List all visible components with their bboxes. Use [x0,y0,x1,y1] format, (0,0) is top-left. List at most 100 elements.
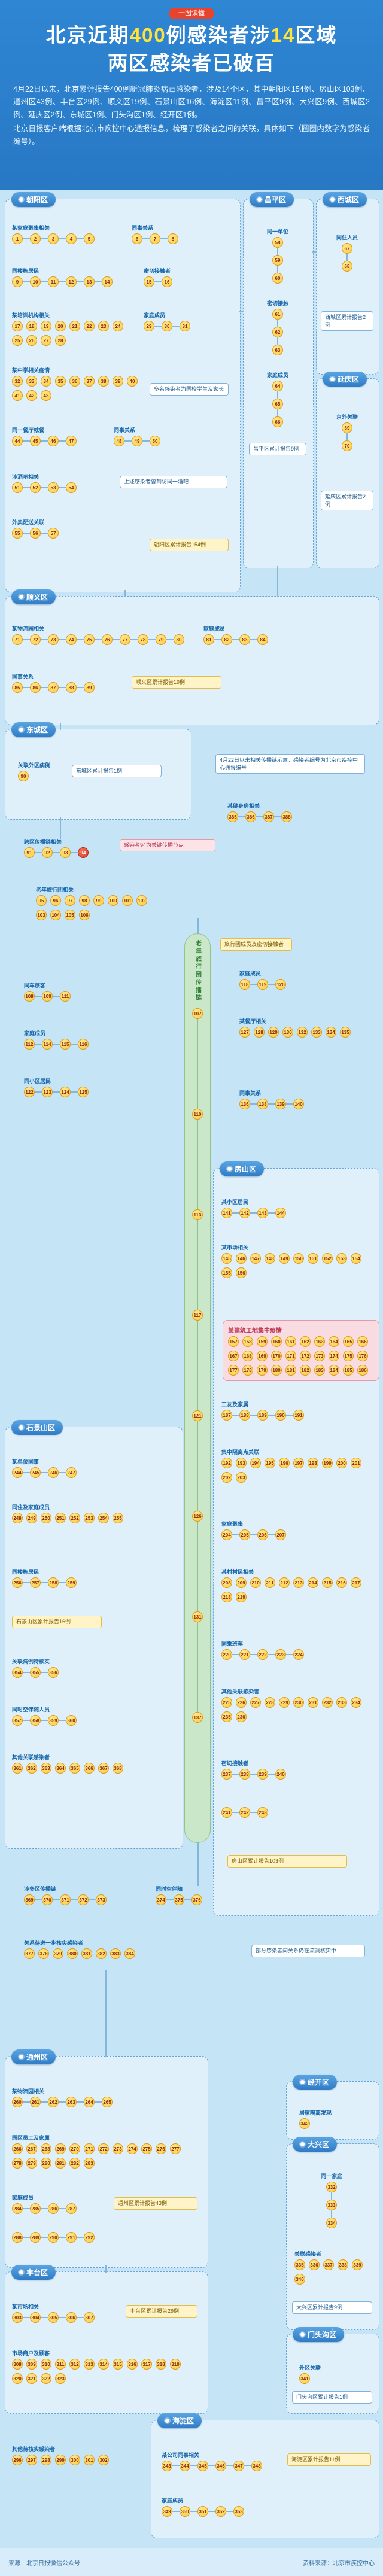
case-node: 64 [272,381,283,391]
case-node: 39 [113,376,123,387]
case-node: 355 [30,1667,41,1678]
case-node: 151 [308,1253,318,1264]
link-line [250,984,257,985]
link-line [41,238,48,239]
link-line [166,639,174,640]
case-node: 230 [293,1697,304,1708]
case-node: 97 [65,895,75,906]
link-line [268,984,275,985]
case-node: 67 [342,243,352,254]
case-node: 246 [48,1467,59,1478]
link-line [268,1103,275,1105]
case-node: 55 [12,528,23,539]
district-pill-label: 朝阳区 [26,196,48,204]
case-node: 221 [239,1649,250,1660]
link-line [53,1091,60,1093]
link-line [35,1044,42,1045]
link-line [346,433,348,440]
cluster-title: 某培训机构相关 [12,312,50,318]
annotation-note: 部分感染者间关系仍在流调核实中 [251,1945,365,1957]
read-in-one-image-badge: 一图读懂 [169,8,214,19]
case-node: 102 [136,895,147,906]
case-node: 194 [250,1458,261,1468]
case-node: 120 [275,979,286,990]
link-line [71,852,78,853]
cluster-title: 同住人员 [336,235,358,241]
case-node: 323 [55,2373,66,2384]
case-node: 36 [69,376,80,387]
district-pin-icon [300,2332,305,2337]
case-node: 164 [329,1336,339,1347]
case-node: 286 [48,2203,59,2214]
case-node: 147 [250,1253,261,1264]
annotation-note: 朝阳区累计报告154例 [150,539,229,551]
case-node: 63 [272,345,283,355]
title-part: 北京近期 [45,24,130,46]
case-node: 250 [41,1513,51,1523]
link-line [59,2208,66,2209]
link-line [232,639,239,640]
case-node: 82 [221,634,232,645]
case-node: 140 [293,1099,304,1109]
case-node: 115 [60,1039,71,1050]
case-node: 280 [41,2158,51,2169]
case-node: 209 [236,1577,247,1588]
district-pill-daxing: 大兴区 [293,2137,338,2152]
case-node: 243 [257,1807,268,1818]
link-line [172,2511,180,2512]
case-node: 49 [132,436,142,446]
case-node: 318 [156,2359,166,2370]
case-node: 146 [236,1253,247,1264]
case-node: 365 [69,1763,80,1774]
case-node: 277 [170,2143,181,2154]
link-line [256,816,263,817]
case-node: 178 [242,1365,253,1376]
case-node: 98 [79,895,90,906]
case-node: 45 [30,436,41,446]
case-node: 28 [55,335,66,346]
case-node: 133 [311,1027,322,1038]
cluster-title: 工友及家属 [221,1401,249,1407]
case-node: 387 [263,811,274,822]
case-node: 90 [18,771,29,781]
title-line1: 北京近期400例感染者涉14区域 [0,23,383,47]
case-node: 357 [12,1715,23,1726]
case-node: 91 [24,847,35,858]
connector-line [312,251,317,253]
link-line [250,1774,257,1775]
cluster-title: 某市场相关 [12,2304,39,2310]
case-node: 260 [12,2097,23,2107]
cluster-title: 关系待进一步核实感染者 [24,1940,84,1946]
case-node: 131 [192,1611,203,1622]
link-line [274,816,281,817]
case-node: 349 [162,2506,172,2517]
link-line [71,1091,78,1093]
case-node: 68 [342,261,352,272]
link-line [41,533,48,534]
case-node: 149 [279,1253,290,1264]
district-pill-label: 房山区 [235,1165,257,1173]
cluster-title: 同乘班车 [221,1641,244,1647]
case-node: 110 [192,1109,203,1120]
case-node: 32 [12,376,23,387]
case-node: 53 [48,482,59,493]
case-node: 122 [24,1087,35,1097]
case-node: 360 [66,1715,77,1726]
case-node: 253 [84,1513,95,1523]
case-node: 22 [84,321,95,331]
case-node: 38 [98,376,109,387]
case-node: 29 [144,321,154,331]
case-node: 12 [66,276,77,287]
cluster-title: 密切接触者 [144,268,171,274]
case-node: 313 [84,2359,95,2370]
